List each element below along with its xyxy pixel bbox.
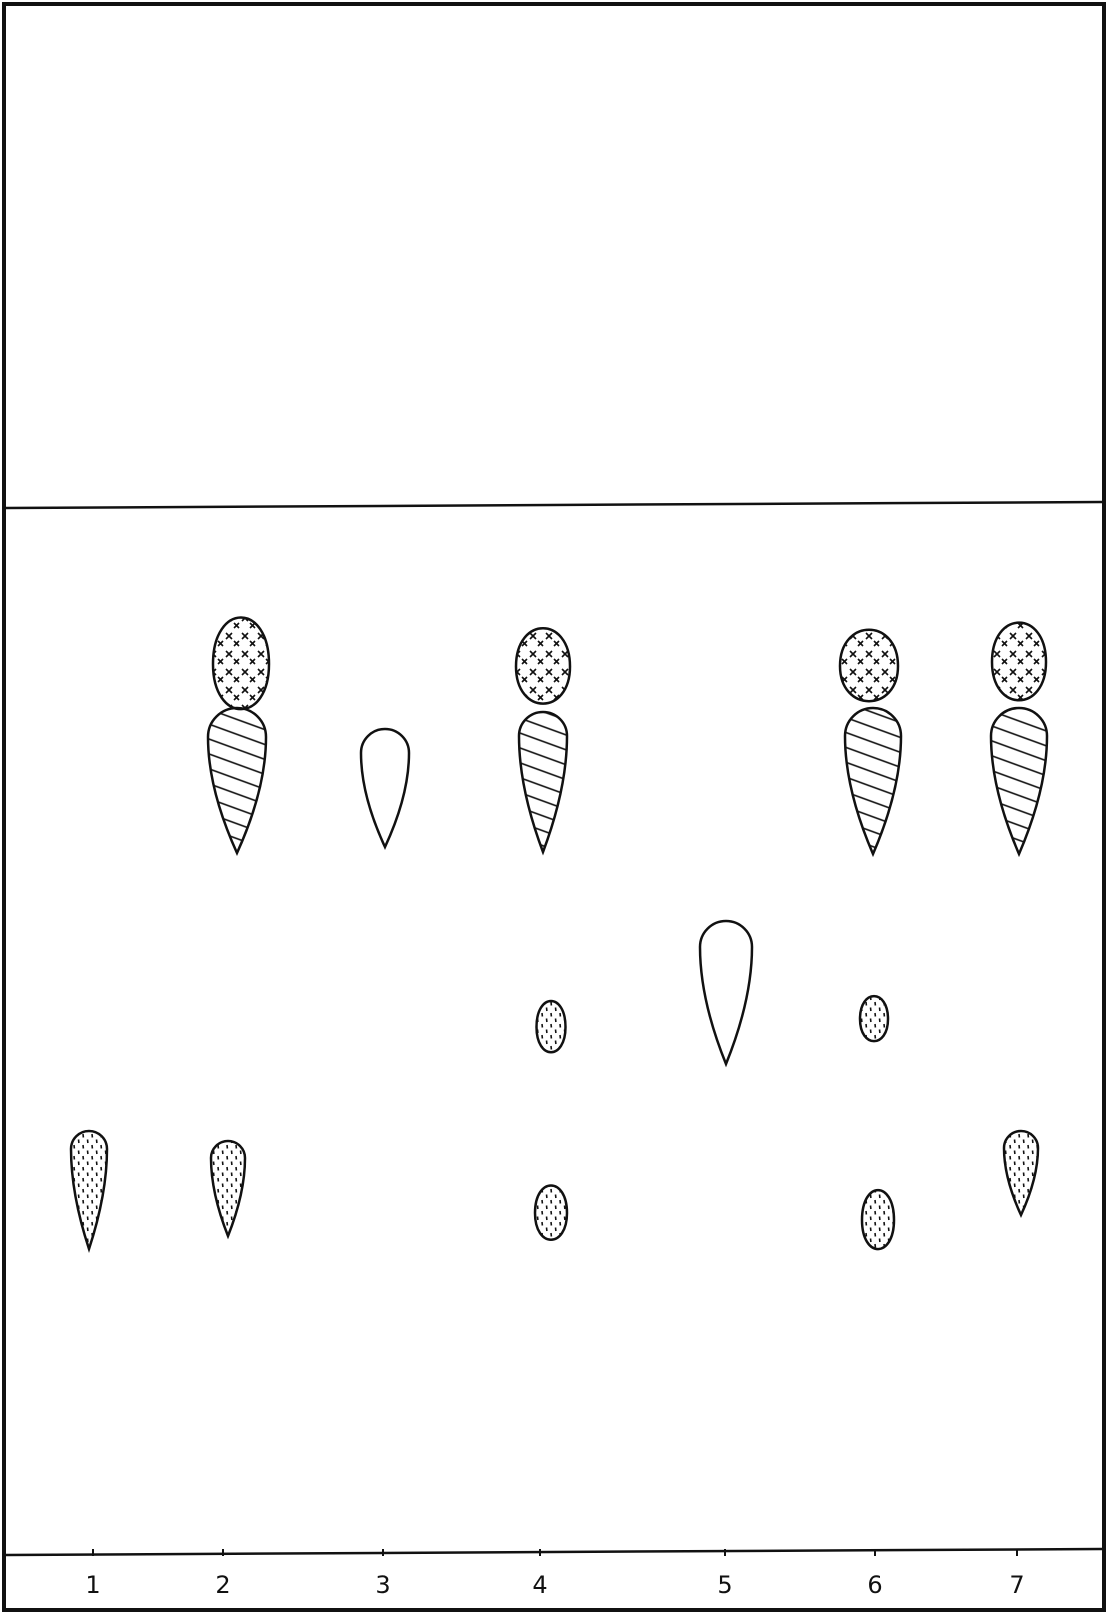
lane-7-spot-3-dots — [1004, 1131, 1038, 1215]
lane-4-spot-4-dots — [535, 1185, 567, 1239]
lane-label-4: 4 — [532, 1571, 547, 1599]
spots-layer — [71, 618, 1047, 1250]
lane-7-spot-2-hatch — [991, 708, 1047, 854]
lane-4-spot-3-dots — [537, 1001, 566, 1052]
lane-2-spot-2-hatch — [208, 708, 266, 853]
lane-label-7: 7 — [1009, 1571, 1024, 1599]
lane-labels: 1 2 3 4 5 6 7 — [85, 1549, 1024, 1599]
lane-2-spot-3-dots — [211, 1141, 245, 1236]
lane-label-5: 5 — [717, 1571, 732, 1599]
lane-4-spot-2-hatch — [519, 712, 567, 852]
lane-2-spot-1-crosses — [213, 618, 269, 710]
lane-6-spot-2-hatch — [845, 708, 901, 854]
origin-line — [6, 1549, 1102, 1555]
lane-1-spot-1-dots — [71, 1131, 107, 1249]
lane-7-spot-1-crosses — [992, 623, 1046, 701]
lane-6-spot-4-dots — [862, 1190, 894, 1249]
lane-label-1: 1 — [85, 1571, 100, 1599]
lane-label-3: 3 — [375, 1571, 390, 1599]
lane-label-6: 6 — [867, 1571, 882, 1599]
lane-4-spot-1-crosses — [516, 628, 570, 703]
solvent-front-line — [6, 502, 1102, 508]
lane-5-spot-1-open — [700, 921, 752, 1064]
lane-label-2: 2 — [215, 1571, 230, 1599]
lane-3-spot-1-open — [361, 729, 409, 847]
lane-6-spot-3-dots — [860, 996, 888, 1041]
lane-6-spot-1-crosses — [840, 630, 898, 701]
